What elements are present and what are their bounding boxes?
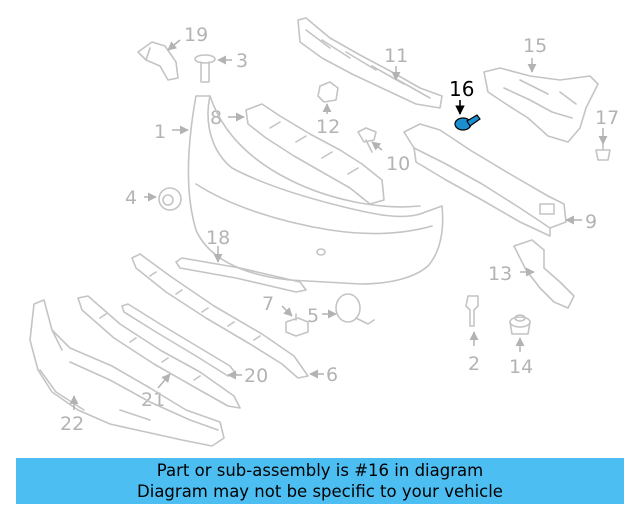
part-16-bolt-highlighted: 16 [449,77,481,131]
callout-8: 8 [210,107,222,129]
part-4-grommet: 4 [125,187,182,211]
part-3-screw: 3 [194,50,248,83]
part-1-bumper-cover: 1 [154,95,444,285]
part-14-nut-clip: 14 [509,314,533,378]
parts-exploded-diagram: 19 3 11 15 16 17 12 [29,17,619,447]
callout-14: 14 [509,356,533,378]
caption-banner: Part or sub-assembly is #16 in diagram D… [16,458,624,504]
part-12-nut: 12 [316,81,340,138]
part-9-reinforcement: 9 [403,123,597,237]
callout-17: 17 [595,107,619,129]
part-10-bolt: 10 [357,127,410,175]
callout-3: 3 [236,50,248,72]
callout-10: 10 [386,153,410,175]
callout-4: 4 [125,187,137,209]
caption-line-2: Diagram may not be specific to your vehi… [137,482,503,501]
part-2-push-pin: 2 [465,295,480,375]
part-8-absorber: 8 [210,103,385,205]
callout-11: 11 [384,45,408,67]
part-15-bracket: 15 [483,35,599,143]
part-7-clip: 7 [262,293,309,337]
callout-18: 18 [206,227,230,249]
callout-19: 19 [184,24,208,46]
part-19-bracket: 19 [137,24,208,81]
part-13-bracket: 13 [488,239,575,309]
caption-line-1: Part or sub-assembly is #16 in diagram [156,461,484,480]
callout-7: 7 [262,293,274,315]
callout-6: 6 [326,364,338,386]
callout-15: 15 [523,35,547,57]
callout-13: 13 [488,263,512,285]
callout-16: 16 [449,77,474,101]
callout-22: 22 [60,413,84,435]
part-22-lower-cover: 22 [29,299,225,447]
part-20-molding: 20 [121,303,268,387]
part-18-trim: 18 [175,227,307,293]
part-5-cap: 5 [307,293,375,327]
part-17-clip: 17 [595,107,619,161]
callout-1: 1 [154,121,166,143]
part-6-grille-strip: 6 [131,253,338,386]
callout-9: 9 [585,211,597,233]
callout-12: 12 [316,116,340,138]
callout-20: 20 [244,365,268,387]
callout-2: 2 [468,353,480,375]
callout-5: 5 [307,305,319,327]
part-11-absorber: 11 [297,17,443,109]
